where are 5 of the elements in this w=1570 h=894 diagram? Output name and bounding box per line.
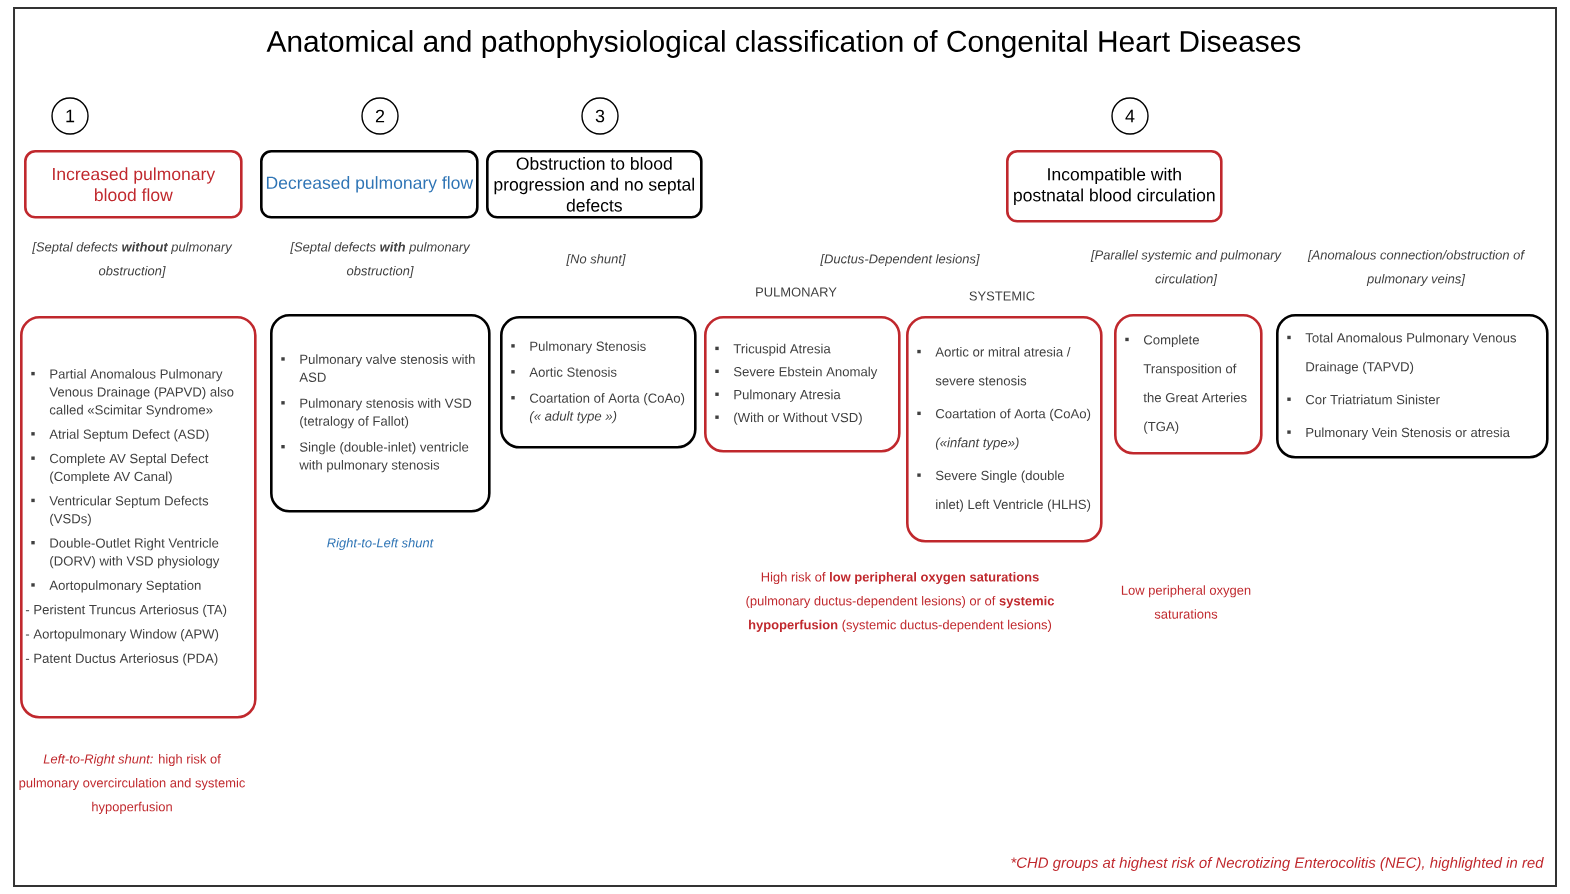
category-box: Obstruction to blood progression and no septal defects: [486, 150, 703, 219]
title: Anatomical and pathophysiological classification of Congenital Heart Diseases: [266, 30, 1301, 58]
category-box: Increased pulmonary blood flow: [24, 150, 243, 219]
category-box: Decreased pulmonary flow: [260, 150, 479, 219]
category-box: Incompatible with postnatal blood circulation: [1006, 150, 1223, 223]
